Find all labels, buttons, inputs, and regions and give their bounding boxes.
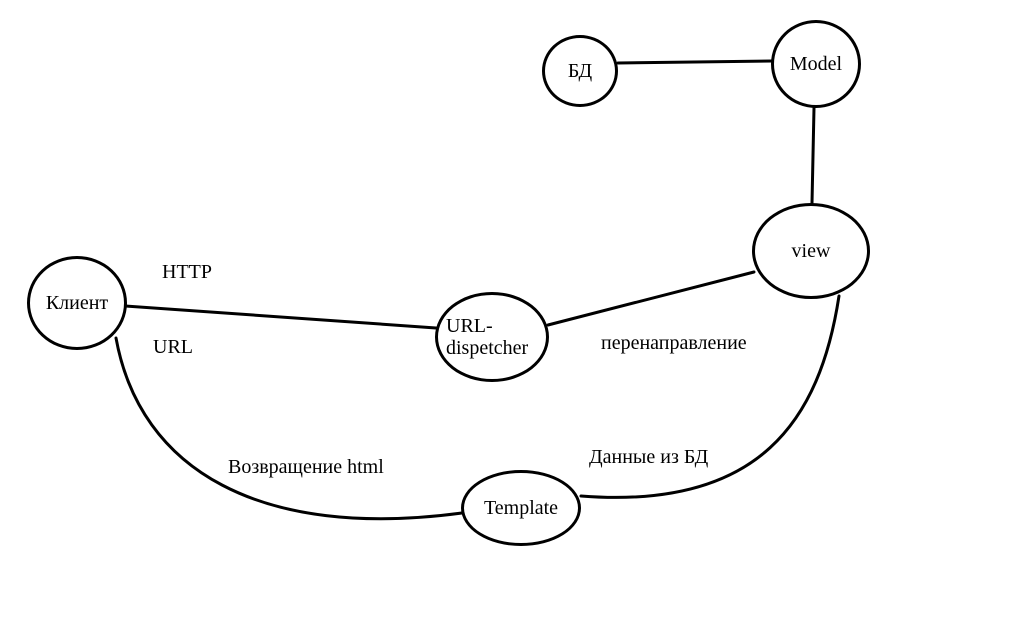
edge-label-redirect: перенаправление	[601, 332, 747, 354]
node-view-label: view	[791, 240, 831, 262]
node-url-dispetcher-label-line1: URL-	[446, 315, 493, 337]
node-client: Клиент	[27, 256, 127, 350]
node-client-label: Клиент	[45, 292, 109, 314]
edge-view-template	[579, 294, 841, 499]
edge-client-urldispetcher	[124, 304, 438, 330]
edge-label-return-html: Возвращение html	[228, 456, 384, 478]
node-view: view	[752, 203, 870, 299]
edge-model-view	[810, 106, 816, 205]
edge-label-http: HTTP	[162, 261, 212, 283]
edge-label-url: URL	[153, 336, 193, 358]
edge-client-template	[114, 336, 464, 521]
edge-label-data-from-db: Данные из БД	[589, 446, 709, 468]
node-db: БД	[542, 35, 618, 107]
node-db-label: БД	[567, 60, 593, 82]
node-url-dispetcher-label-line2: dispetcher	[446, 337, 529, 359]
node-template-label: Template	[483, 497, 559, 519]
node-url-dispetcher-label: URL- dispetcher	[446, 315, 528, 359]
node-model: Model	[771, 20, 861, 108]
edge-db-model	[616, 59, 774, 65]
edge-view-urldispetcher	[546, 270, 756, 327]
node-model-label: Model	[789, 53, 843, 75]
node-template: Template	[461, 470, 581, 546]
node-url-dispetcher: URL- dispetcher	[435, 292, 549, 382]
